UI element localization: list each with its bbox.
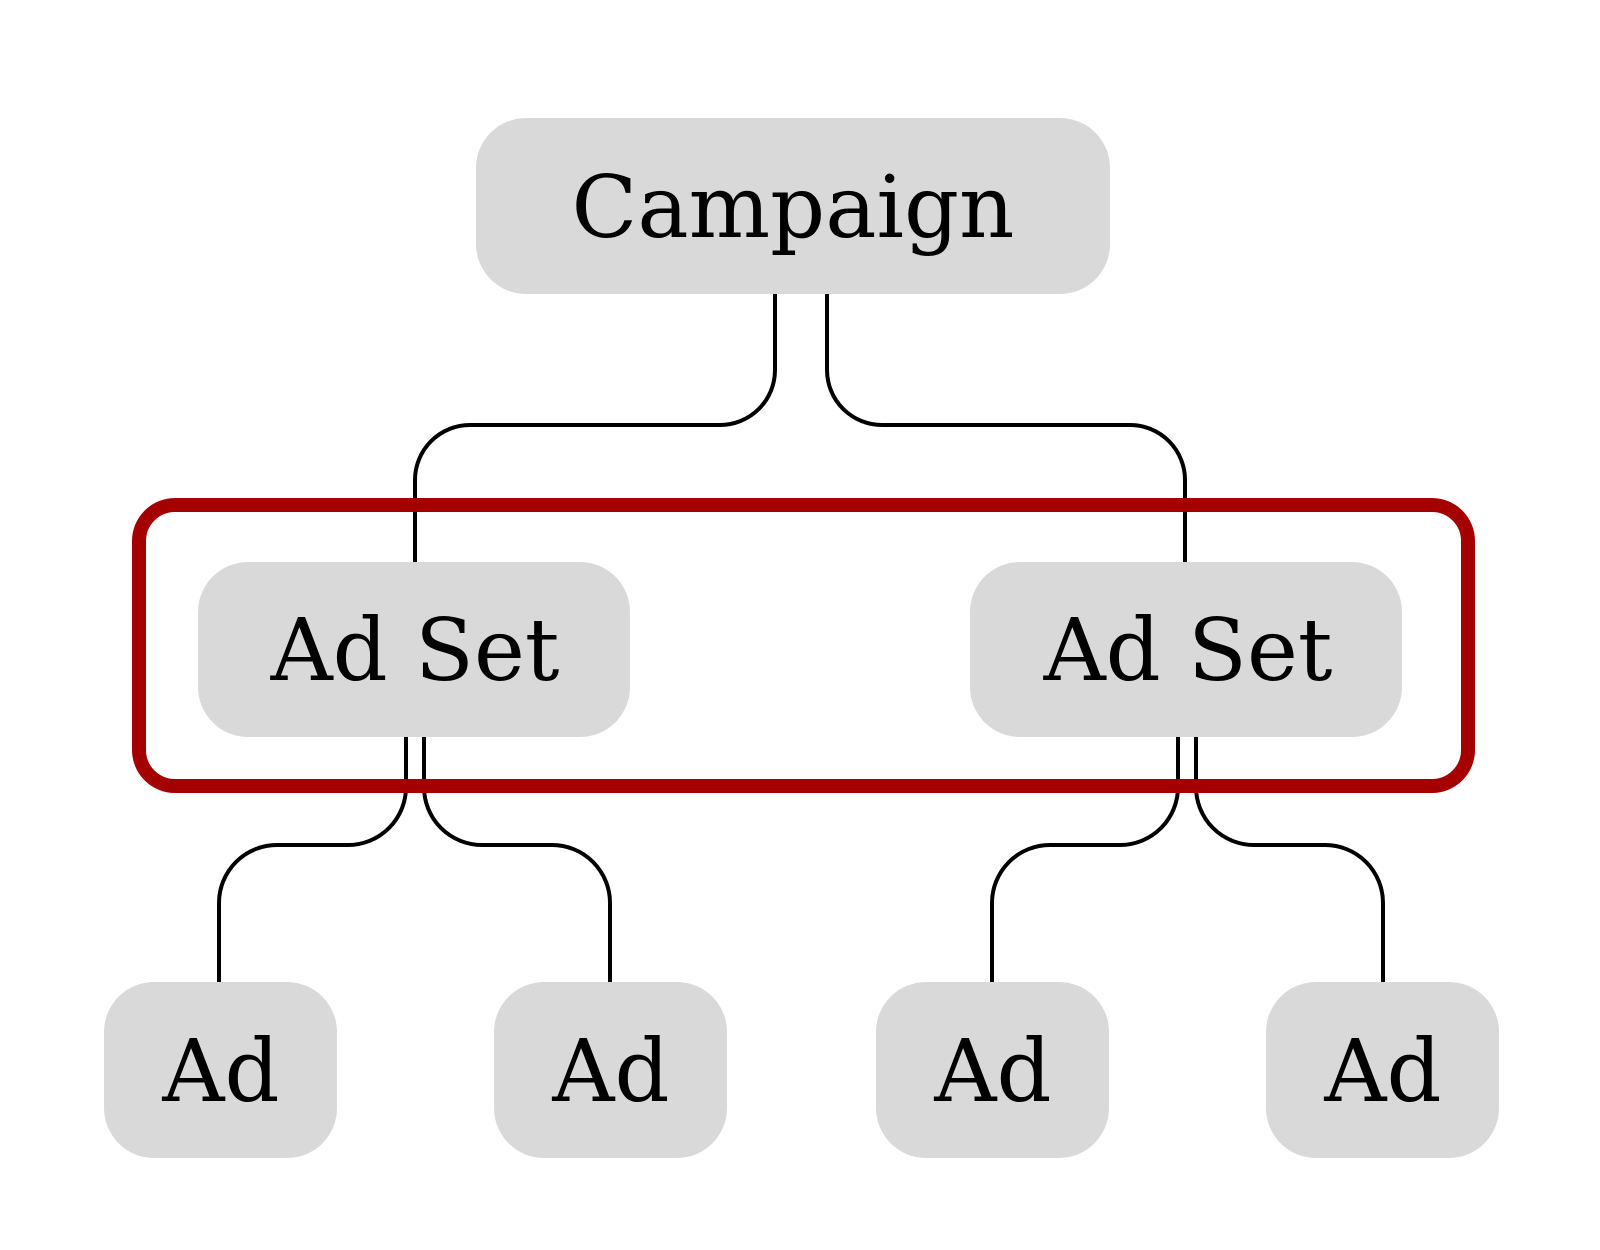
node-adset-2-box	[970, 562, 1402, 737]
edge-campaign-adset-2	[825, 294, 1187, 562]
node-ad-2[interactable]: Ad	[494, 982, 727, 1158]
node-ad-3-label: Ad	[933, 1022, 1051, 1122]
node-ad-2-box	[494, 982, 727, 1158]
node-ad-1-label: Ad	[161, 1022, 279, 1122]
node-ad-4-label: Ad	[1323, 1022, 1441, 1122]
node-adset-1-box	[198, 562, 630, 737]
node-adset-1[interactable]: Ad Set	[198, 562, 630, 737]
node-campaign[interactable]: Campaign	[476, 118, 1110, 294]
node-adset-2-label: Ad Set	[1043, 601, 1333, 701]
edge-adset-1-ad-2	[422, 737, 612, 982]
node-adset-1-label: Ad Set	[270, 601, 560, 701]
node-ad-3-box	[876, 982, 1109, 1158]
edge-adset-2-ad-4	[1194, 737, 1385, 982]
node-ad-1-box	[104, 982, 337, 1158]
node-ad-1[interactable]: Ad	[104, 982, 337, 1158]
node-ad-2-label: Ad	[551, 1022, 669, 1122]
edge-adset-2-ad-3	[990, 737, 1180, 982]
node-ad-4-box	[1266, 982, 1499, 1158]
edge-campaign-adset-1	[413, 294, 777, 562]
node-ad-4[interactable]: Ad	[1266, 982, 1499, 1158]
node-ad-3[interactable]: Ad	[876, 982, 1109, 1158]
node-adset-2[interactable]: Ad Set	[970, 562, 1402, 737]
adset-level-highlight	[132, 498, 1475, 793]
edge-adset-1-ad-1	[217, 737, 408, 982]
node-campaign-label: Campaign	[572, 158, 1015, 258]
node-campaign-box	[476, 118, 1110, 294]
